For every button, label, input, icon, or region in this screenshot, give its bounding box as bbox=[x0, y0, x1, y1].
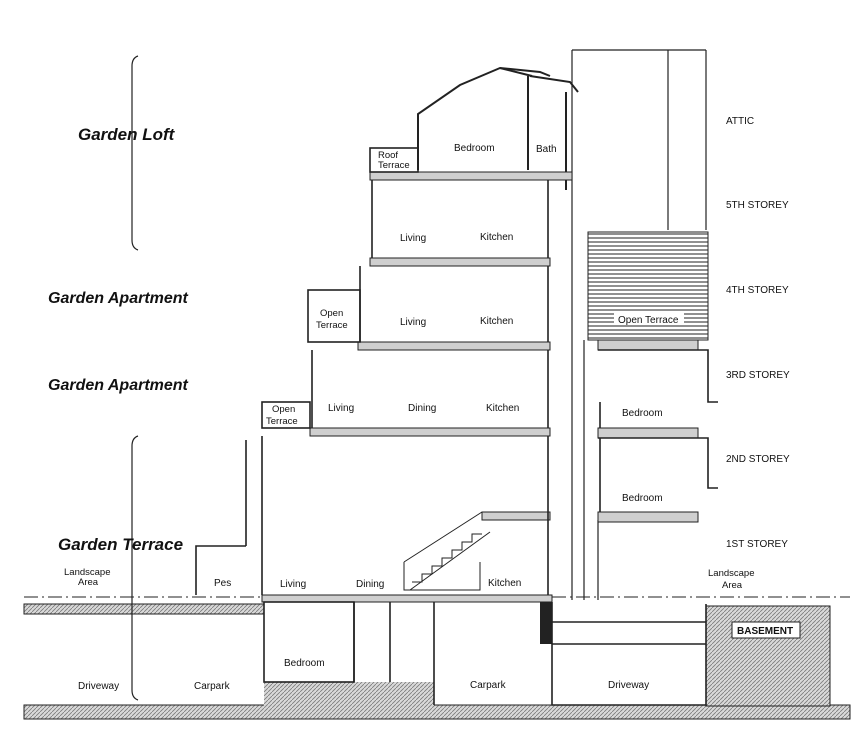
floor-slabs bbox=[261, 171, 699, 603]
storey-5th: 5TH STOREY bbox=[726, 200, 789, 211]
rear-bedroom-3-label: Bedroom bbox=[622, 408, 663, 419]
open-terrace-3-label-2: Terrace bbox=[266, 416, 298, 427]
open-terrace-3-label-1: Open bbox=[272, 404, 295, 415]
landscape-right-label-1: Landscape bbox=[708, 568, 754, 579]
storey-basement: BASEMENT bbox=[737, 626, 793, 637]
unit-garden-apartment-lower: Garden Apartment bbox=[48, 377, 189, 394]
l4-kitchen-label: Kitchen bbox=[480, 316, 513, 327]
l3-kitchen-label: Kitchen bbox=[486, 403, 519, 414]
ground-pes-label: Pes bbox=[214, 578, 231, 589]
storey-attic: ATTIC bbox=[726, 116, 754, 127]
l3-living-label: Living bbox=[328, 403, 354, 414]
ground-dining-label: Dining bbox=[356, 579, 384, 590]
loft-bedroom-label: Bedroom bbox=[454, 143, 495, 154]
storey-2nd: 2ND STOREY bbox=[726, 454, 790, 465]
rear-bedroom-2-label: Bedroom bbox=[622, 493, 663, 504]
storey-3rd: 3RD STOREY bbox=[726, 370, 790, 381]
walls bbox=[195, 147, 718, 595]
rear-open-terrace-bg bbox=[614, 312, 684, 325]
unit-garden-terrace: Garden Terrace bbox=[58, 535, 183, 554]
l4-living-label: Living bbox=[400, 317, 426, 328]
landscape-right-label-2: Area bbox=[722, 580, 743, 591]
storey-4th: 4TH STOREY bbox=[726, 285, 789, 296]
landscape-left-label-1: Landscape bbox=[64, 567, 110, 578]
storey-1st: 1ST STOREY bbox=[726, 539, 788, 550]
ground-living-label: Living bbox=[280, 579, 306, 590]
loft-bath-label: Bath bbox=[536, 144, 557, 155]
l5-living-label: Living bbox=[400, 233, 426, 244]
driveway-right-label: Driveway bbox=[608, 680, 649, 691]
unit-garden-apartment-upper: Garden Apartment bbox=[48, 290, 189, 307]
basement-structure bbox=[263, 601, 707, 706]
basement-bedroom-label: Bedroom bbox=[284, 658, 325, 669]
l5-kitchen-label: Kitchen bbox=[480, 232, 513, 243]
landscape-left-label-2: Area bbox=[78, 577, 99, 588]
stair bbox=[403, 511, 491, 591]
ground-soil bbox=[23, 600, 851, 720]
rear-open-terrace-label: Open Terrace bbox=[618, 315, 679, 326]
ground-kitchen-label: Kitchen bbox=[488, 578, 521, 589]
unit-brackets bbox=[131, 55, 139, 701]
unit-garden-loft: Garden Loft bbox=[78, 125, 176, 144]
basement-tag bbox=[731, 621, 801, 639]
roof-terrace-label-2: Terrace bbox=[378, 160, 410, 171]
roof-terrace-label-1: Roof bbox=[378, 150, 398, 161]
carpark-right-label: Carpark bbox=[470, 680, 507, 691]
l3-dining-label: Dining bbox=[408, 403, 436, 414]
driveway-left-label: Driveway bbox=[78, 681, 119, 692]
open-terrace-4-label-2: Terrace bbox=[316, 320, 348, 331]
carpark-left-label: Carpark bbox=[194, 681, 231, 692]
rear-tower bbox=[571, 49, 707, 600]
open-terrace-4-label-1: Open bbox=[320, 308, 343, 319]
